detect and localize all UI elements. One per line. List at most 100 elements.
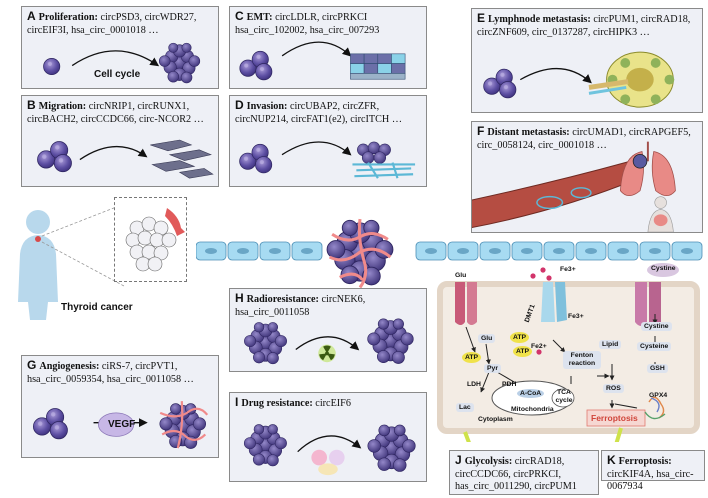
progression-arrow: [281, 41, 352, 57]
panel-gene-list: ciRS-7, circPVT1, hsa_circ_0059354, hsa_…: [27, 361, 194, 385]
panel-title: EMT:: [246, 12, 273, 23]
glucose-transporter-icon: [455, 282, 477, 325]
panel-title: Ferroptosis:: [618, 456, 672, 467]
panel-title: Drug resistance:: [241, 398, 313, 409]
vessel-epithelium-band: [196, 241, 703, 261]
glu-top-label: Glu: [455, 272, 467, 279]
cystine-top-label: Cystine: [651, 265, 676, 272]
panel-gene-list: circPSD3, circWDR27, circEIF3I, hsa_circ…: [27, 12, 197, 36]
panel-title: Proliferation:: [38, 12, 98, 23]
panel-gene-list: circUBAP2, circZFR, circNUP214, circFAT1…: [235, 101, 403, 125]
pdh-label: PDH: [502, 381, 517, 388]
progression-arrow: [71, 50, 160, 67]
panel-title: Angiogenesis:: [39, 361, 100, 372]
angiogenesis-illustration: [22, 401, 209, 449]
tumor-cluster-icon: [158, 42, 201, 84]
panel-letter: K: [607, 453, 616, 467]
distant-metastasis-illustration: [472, 141, 676, 232]
circulating-cells-icon: [536, 187, 592, 210]
atp-label-2: ATP: [510, 332, 530, 343]
panel-letter: I: [235, 395, 239, 409]
gpx4-label: GPX4: [649, 392, 668, 399]
progression-arrow: [297, 435, 362, 453]
migration-illustration: [22, 139, 214, 179]
blood-vessel-icon: [472, 160, 643, 229]
gpx4-protein-icon: [644, 396, 666, 420]
lipid-label: Lipid: [599, 340, 622, 349]
thyroid-patient-illustration: [18, 203, 125, 320]
panel-title: Radioresistance:: [246, 294, 319, 305]
tumor-zoom-icon: [125, 208, 185, 272]
panel-title: Glycolysis:: [464, 456, 513, 467]
vegf-label: VEGF: [108, 419, 136, 430]
cystine-inner-label: Cystine: [641, 322, 672, 331]
radioresistance-illustration: [244, 318, 414, 365]
tca-label: TCA cycle: [555, 389, 573, 404]
atp-label-3: ATP: [513, 346, 533, 357]
panel-title: Lymphnode metastasis:: [488, 14, 591, 25]
progression-arrow: [79, 145, 148, 161]
cysteine-label: Cysteine: [637, 342, 672, 351]
glu-inner-label: Glu: [478, 334, 496, 343]
panel-letter: D: [235, 98, 244, 112]
ros-label: ROS: [603, 384, 624, 393]
thyroid-gland-icon: [35, 236, 41, 242]
cell-cycle-label: Cell cycle: [94, 69, 141, 80]
mitochondria-label: Mitochondria: [511, 406, 554, 413]
fe3-mid-label: Fe3+: [568, 313, 584, 320]
cytoplasm-label: Cytoplasm: [478, 416, 513, 423]
single-cell-icon: [43, 57, 61, 76]
progression-arrow: [519, 67, 592, 84]
ferroptosis-box: [586, 409, 646, 427]
vegf-molecule-icon: [98, 412, 135, 437]
invasion-illustration: [230, 141, 416, 179]
progression-arrow: [281, 141, 352, 156]
panel-letter: G: [27, 358, 37, 372]
panel-letter: F: [477, 124, 485, 138]
cystine-transporter-icon: [635, 282, 661, 326]
panel-gene-list: circLDLR, circPRKCI hsa_circ_102002, hsa…: [235, 12, 380, 36]
fe3-top-label: Fe3+: [560, 266, 576, 273]
invading-cells-icon: [352, 141, 416, 179]
panel-letter: A: [27, 9, 36, 23]
lymphnode-illustration: [472, 51, 675, 108]
progression-arrow: [295, 336, 360, 351]
gsh-label: GSH: [647, 364, 668, 373]
pyr-label: Pyr: [484, 364, 501, 373]
panel-letter: C: [235, 9, 244, 23]
ferroptosis-label: Ferroptosis: [591, 413, 638, 423]
epithelial-sheet-icon: [350, 53, 406, 80]
central-tumor-icon: [326, 218, 394, 289]
zoom-box: [114, 197, 187, 282]
drug-pills-icon: [311, 449, 345, 476]
emt-illustration: [230, 41, 406, 88]
panel-gene-list: circUMAD1, circRAPGEF5, circ_0058124, ci…: [477, 127, 691, 151]
panel-title: Distant metastasis:: [487, 127, 570, 138]
proliferation-illustration: [43, 42, 201, 84]
panel-title: Invasion:: [246, 101, 288, 112]
lymph-node-icon: [588, 51, 675, 108]
lungs-icon: [619, 141, 676, 197]
panel-letter: B: [27, 98, 36, 112]
lac-label: Lac: [456, 403, 474, 412]
thyroid-cancer-label: Thyroid cancer: [61, 302, 133, 313]
cell-group-icon: [37, 142, 71, 172]
panel-gene-list: circRAD18, circCCDC66, circPRKCI, has_ci…: [455, 456, 577, 492]
head-icon: [26, 210, 50, 234]
panel-gene-list: circKIF4A, hsa_circ-0067934: [607, 468, 694, 493]
body-silhouette-icon: [18, 235, 58, 320]
